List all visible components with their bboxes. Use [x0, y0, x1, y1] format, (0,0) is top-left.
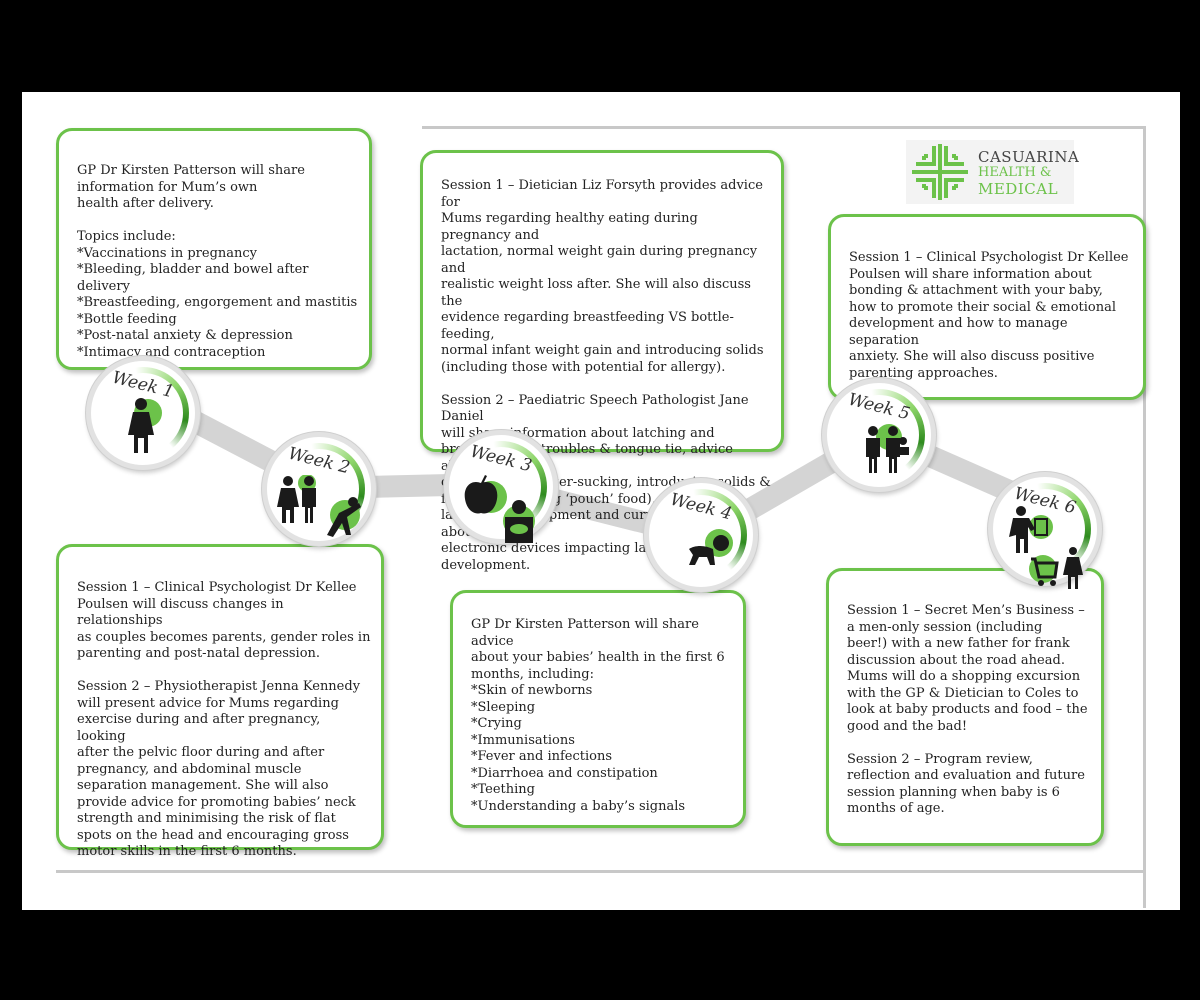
- week6-info-text: Session 1 – Secret Men’s Business – a me…: [847, 603, 1088, 816]
- medical-cross-icon: [912, 144, 968, 200]
- week-5-circle: Week 5: [822, 378, 936, 492]
- couple-icon: [277, 475, 316, 523]
- week4-info-text: GP Dr Kirsten Patterson will share advic…: [471, 617, 725, 814]
- man-with-beer-icon: [1009, 506, 1053, 553]
- stretching-woman-icon: [327, 497, 361, 537]
- week-3-circle: Week 3: [444, 430, 558, 544]
- frame-bottom-line: [56, 870, 1146, 873]
- logo-line-3: MEDICAL: [978, 180, 1059, 198]
- woman-icon: [128, 398, 162, 453]
- week2-info-box: Session 1 – Clinical Psychologist Dr Kel…: [56, 544, 384, 859]
- week2-info-text: Session 1 – Clinical Psychologist Dr Kel…: [77, 580, 371, 859]
- family-icon: [866, 424, 909, 473]
- week-1-circle: Week 1: [86, 356, 200, 470]
- week6-info-box: Session 1 – Secret Men’s Business – a me…: [826, 568, 1104, 846]
- frame-right-line: [1143, 126, 1146, 908]
- week4-info-box: GP Dr Kirsten Patterson will share advic…: [450, 590, 746, 828]
- week-2-circle: Week 2: [262, 432, 376, 546]
- week5-info-box: Session 1 – Clinical Psychologist Dr Kel…: [828, 214, 1146, 400]
- woman-with-cart-icon: [1029, 547, 1083, 589]
- frame-top-line: [422, 126, 1146, 129]
- logo-line-1: CASUARINA: [978, 148, 1080, 166]
- apple-icon: [464, 475, 507, 514]
- week3-info-box: Session 1 – Dietician Liz Forsyth provid…: [420, 150, 784, 573]
- week1-info-text: GP Dr Kirsten Patterson will share infor…: [77, 163, 358, 360]
- week1-info-box: GP Dr Kirsten Patterson will share infor…: [56, 128, 372, 370]
- program-card: CASUARINA HEALTH & MEDICAL GP Dr Kirsten…: [22, 92, 1180, 910]
- week-4-circle: Week 4: [644, 478, 758, 592]
- casuarina-logo: CASUARINA HEALTH & MEDICAL: [906, 140, 1079, 204]
- week5-info-text: Session 1 – Clinical Psychologist Dr Kel…: [849, 250, 1129, 381]
- crawling-baby-icon: [689, 529, 733, 565]
- breastfeeding-icon: [503, 500, 535, 543]
- logo-line-2: HEALTH &: [978, 165, 1052, 180]
- week-6-circle: Week 6: [988, 472, 1102, 589]
